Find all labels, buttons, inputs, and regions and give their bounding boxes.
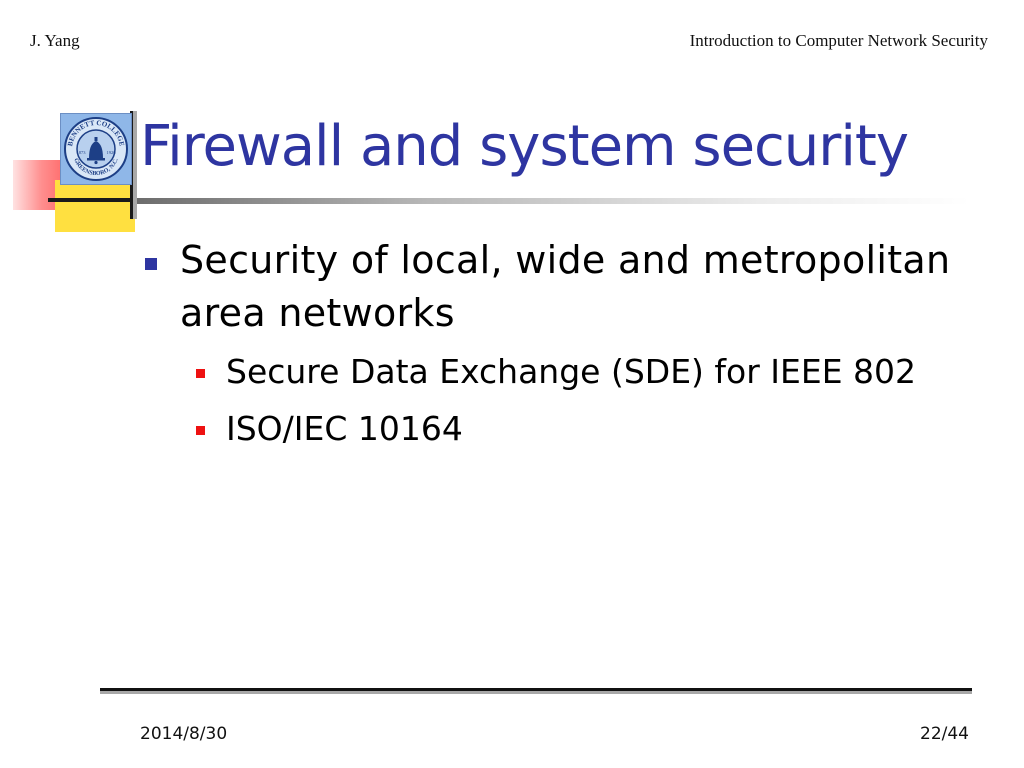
- logo-shadow: [130, 111, 137, 219]
- footer-page-number: 22/44: [920, 724, 969, 744]
- bullet-level2: Secure Data Exchange (SDE) for IEEE 802: [196, 343, 1000, 400]
- seal-year-left: 1873: [77, 150, 87, 155]
- bullet-level2-text: Secure Data Exchange (SDE) for IEEE 802: [226, 352, 917, 391]
- blue-square-bullet-icon: [145, 258, 157, 270]
- slide-title: Firewall and system security: [140, 114, 909, 179]
- red-square-bullet-icon: [196, 369, 205, 378]
- college-seal-logo: BENNETT COLLEGE GREENSBORO, N.C. 1873 19…: [60, 113, 132, 185]
- bullet-level1-text: Security of local, wide and metropolitan…: [180, 238, 951, 335]
- bullet-level2: ISO/IEC 10164: [196, 400, 1000, 457]
- bullet-level2-text: ISO/IEC 10164: [226, 409, 463, 448]
- bullet-level1: Security of local, wide and metropolitan…: [145, 234, 1000, 340]
- decoration-yellow-block: [55, 180, 135, 232]
- seal-year-right: 1926: [107, 150, 117, 155]
- bullet-list: Security of local, wide and metropolitan…: [145, 234, 1000, 457]
- decoration-black-line: [48, 198, 134, 202]
- footer-date: 2014/8/30: [140, 724, 228, 744]
- liberty-bell-icon: [87, 137, 105, 165]
- red-square-bullet-icon: [196, 426, 205, 435]
- header-author: J. Yang: [30, 31, 80, 50]
- title-underline: [130, 198, 970, 204]
- header-course-title: Introduction to Computer Network Securit…: [689, 31, 988, 50]
- footer-divider: [100, 688, 972, 694]
